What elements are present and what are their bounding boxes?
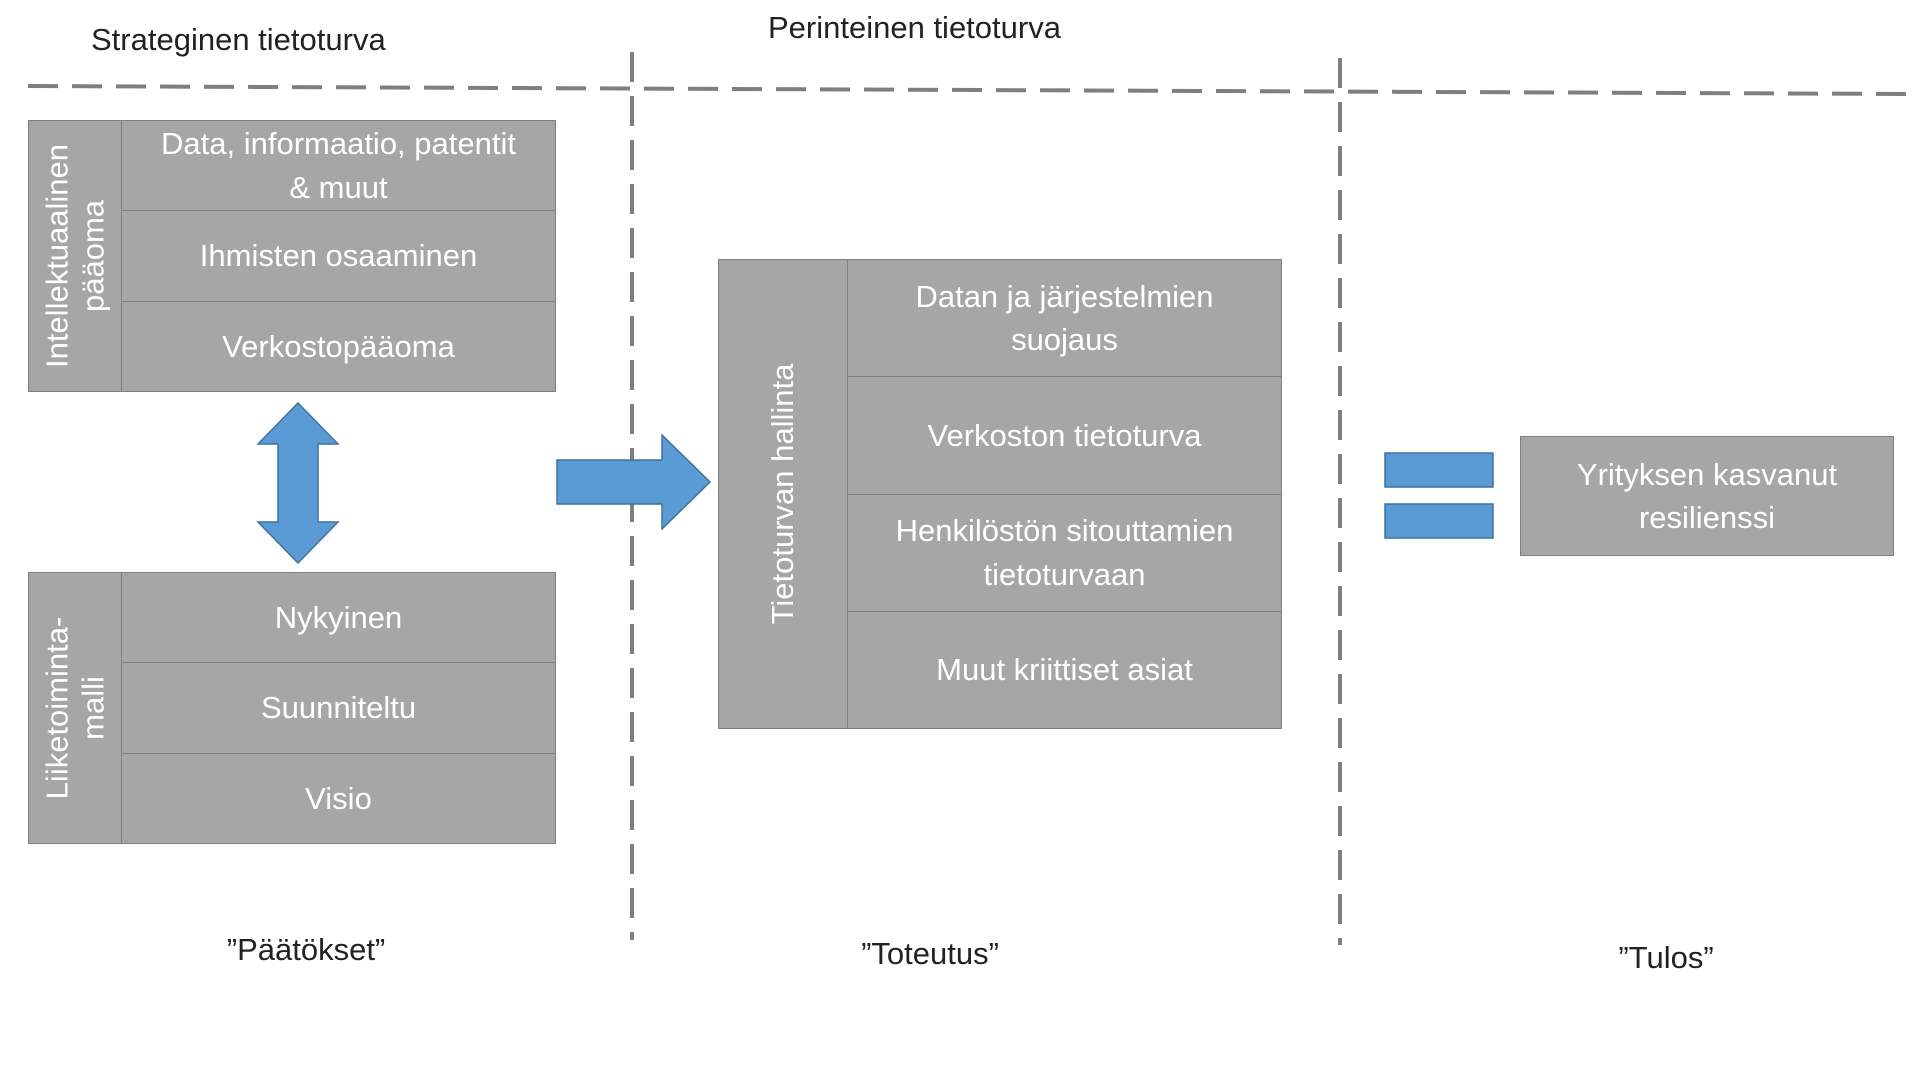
row-network-capital: Verkostopääoma <box>222 328 455 364</box>
row-planned: Suunniteltu <box>122 663 555 754</box>
row-human-competence: Ihmisten osaaminen <box>122 211 555 302</box>
footer-decisions: ”Päätökset” <box>226 932 386 967</box>
intellectual-capital-side: Intellektuaalinen pääoma <box>29 121 122 391</box>
business-model-side: Liiketoiminta- malli <box>29 573 122 843</box>
row-vision: Visio <box>305 780 372 816</box>
row-other-critical: Muut kriittiset asiat <box>936 652 1193 688</box>
top-dashed-line <box>27 84 1913 96</box>
result-line-1: Yrityksen kasvanut <box>1576 456 1838 492</box>
security-management-block: Tietoturvan hallinta Datan ja järjestelm… <box>718 259 1282 729</box>
intellectual-capital-label: Intellektuaalinen pääoma <box>39 143 110 369</box>
business-model-label: Liiketoiminta- malli <box>39 616 110 800</box>
result-line-2: resilienssi <box>1638 500 1776 535</box>
security-management-side: Tietoturvan hallinta <box>719 260 848 728</box>
heading-traditional: Perinteinen tietoturva <box>768 10 1061 45</box>
intellectual-capital-block: Intellektuaalinen pääoma Data, informaat… <box>28 120 556 392</box>
arrow-right-icon <box>556 434 712 530</box>
footer-outcome: ”Tulos” <box>1618 940 1714 975</box>
security-management-label: Tietoturvan hallinta <box>765 363 801 625</box>
equals-icon <box>1384 452 1494 539</box>
row-current: Nykyinen <box>122 573 555 664</box>
business-model-block: Liiketoiminta- malli Nykyinen Suunnitelt… <box>28 572 556 844</box>
result-box: Yrityksen kasvanut resilienssi <box>1520 436 1894 556</box>
footer-implementation: ”Toteutus” <box>861 936 999 971</box>
heading-strategic: Strateginen tietoturva <box>91 22 386 57</box>
row-data-information-patents: Data, informaatio, patentit& muut <box>122 121 555 212</box>
row-network-security: Verkoston tietoturva <box>848 377 1281 495</box>
double-arrow-vertical-icon <box>256 402 340 564</box>
